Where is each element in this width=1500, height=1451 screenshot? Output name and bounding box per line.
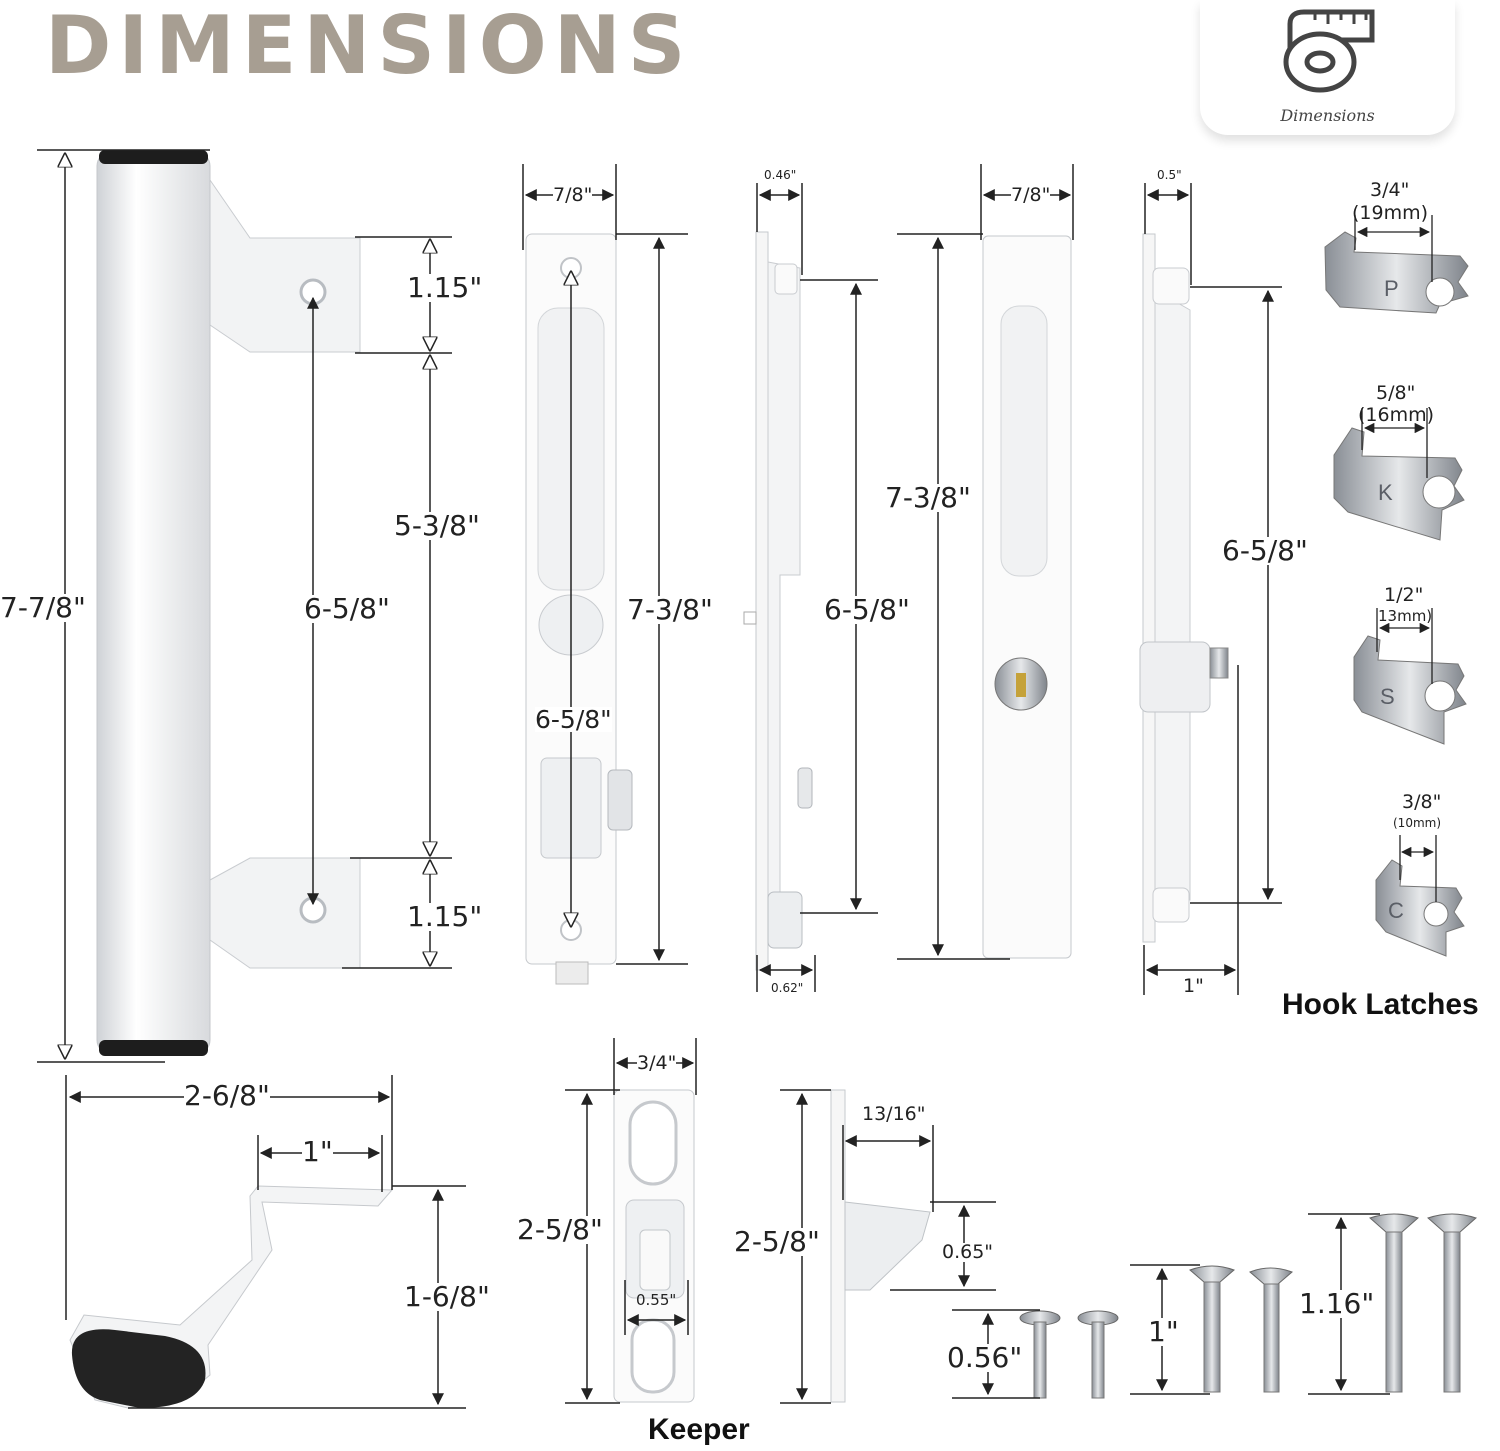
keeper-front-dimension-lines — [565, 1038, 697, 1404]
screw-medium-1 — [1189, 1265, 1235, 1393]
latch-front-hole-spacing-label: 6-5/8" — [535, 705, 612, 734]
hook-latch-s: S — [1353, 608, 1467, 745]
latch-front-width-label: 7/8" — [553, 184, 593, 206]
page-title: DIMENSIONS — [45, 0, 693, 92]
screw-medium-2 — [1249, 1267, 1293, 1393]
screw-short-2 — [1077, 1310, 1119, 1399]
latch-side-height-label: 6-5/8" — [824, 593, 910, 626]
handle-overall-height-label: 7-7/8" — [0, 591, 86, 624]
hook-latch-s-mm: 13mm) — [1378, 607, 1433, 625]
lock-side-height-label: 6-5/8" — [1222, 534, 1308, 567]
hook-latch-c-inch: 3/8" — [1402, 791, 1442, 813]
lock-front-height-label: 7-3/8" — [885, 481, 971, 514]
hook-latch-p-inch: 3/4" — [1370, 179, 1410, 201]
handle-hole-spacing-label: 6-5/8" — [304, 592, 390, 625]
hook-latch-k-letter: K — [1378, 480, 1393, 505]
keeper-width-label: 3/4" — [637, 1052, 677, 1074]
hook-latch-c-mm: (10mm) — [1393, 816, 1442, 830]
screw-long-length-label: 1.16" — [1299, 1287, 1375, 1320]
dimensions-badge: Dimensions — [1200, 0, 1455, 135]
handle-top-mount-label: 1.15" — [407, 271, 483, 304]
keeper-label: Keeper — [648, 1413, 750, 1446]
lock-side-top-depth-label: 0.5" — [1157, 168, 1182, 182]
hook-latches-label: Hook Latches — [1282, 988, 1479, 1021]
handle-between-mounts-label: 5-3/8" — [394, 509, 480, 542]
screw-medium-length-label: 1" — [1148, 1315, 1179, 1348]
handle-side-view — [69, 1185, 394, 1409]
latch-front-view — [525, 233, 633, 985]
screw-short-1 — [1019, 1310, 1061, 1399]
screws — [1019, 1213, 1477, 1399]
lock-front-view — [982, 235, 1072, 959]
keeper-front-view — [613, 1089, 695, 1403]
handle-front-view — [96, 150, 361, 1056]
badge-label: Dimensions — [1280, 106, 1375, 125]
latch-side-bottom-depth-label: 0.62" — [771, 981, 804, 995]
lock-front-width-label: 7/8" — [1011, 184, 1051, 206]
tape-measure-icon — [1283, 9, 1375, 93]
hook-latch-p: P — [1324, 215, 1469, 314]
handle-bottom-mount-label: 1.15" — [407, 900, 483, 933]
keeper-height-label: 2-5/8" — [517, 1213, 603, 1246]
keeper-side-tab-label: 0.65" — [942, 1241, 994, 1263]
lock-front-dimension-lines — [897, 164, 1074, 960]
keeper-slot-label: 0.55" — [636, 1291, 677, 1309]
hook-latch-s-inch: 1/2" — [1384, 584, 1424, 606]
keeper-side-height-label: 2-5/8" — [734, 1225, 820, 1258]
keeper-side-projection-label: 13/16" — [862, 1103, 926, 1125]
hook-latch-c: C — [1375, 835, 1465, 957]
hook-latch-k-inch: 5/8" — [1376, 382, 1416, 404]
screw-long-1 — [1369, 1213, 1419, 1393]
keeper-side-view — [830, 1089, 931, 1403]
lock-side-bottom-depth-label: 1" — [1183, 975, 1204, 997]
handle-side-depth-label: 2-6/8" — [184, 1079, 270, 1112]
lock-side-view — [1139, 233, 1229, 943]
hook-latch-k: K — [1333, 408, 1465, 541]
screw-long-2 — [1427, 1213, 1477, 1393]
hook-latch-s-letter: S — [1380, 684, 1395, 709]
screw-short-length-label: 0.56" — [947, 1341, 1023, 1374]
handle-side-height-label: 1-6/8" — [404, 1280, 490, 1313]
lock-side-dimension-lines — [1143, 183, 1282, 995]
hook-latch-c-letter: C — [1388, 898, 1404, 923]
hook-latch-p-mm: (19mm) — [1352, 202, 1429, 224]
latch-side-top-depth-label: 0.46" — [764, 168, 797, 182]
latch-side-view — [743, 231, 813, 971]
hook-latch-p-letter: P — [1384, 276, 1399, 301]
hook-latch-k-mm: (16mm) — [1358, 404, 1435, 426]
latch-front-height-label: 7-3/8" — [627, 593, 713, 626]
handle-side-grip-width-label: 1" — [302, 1135, 333, 1168]
